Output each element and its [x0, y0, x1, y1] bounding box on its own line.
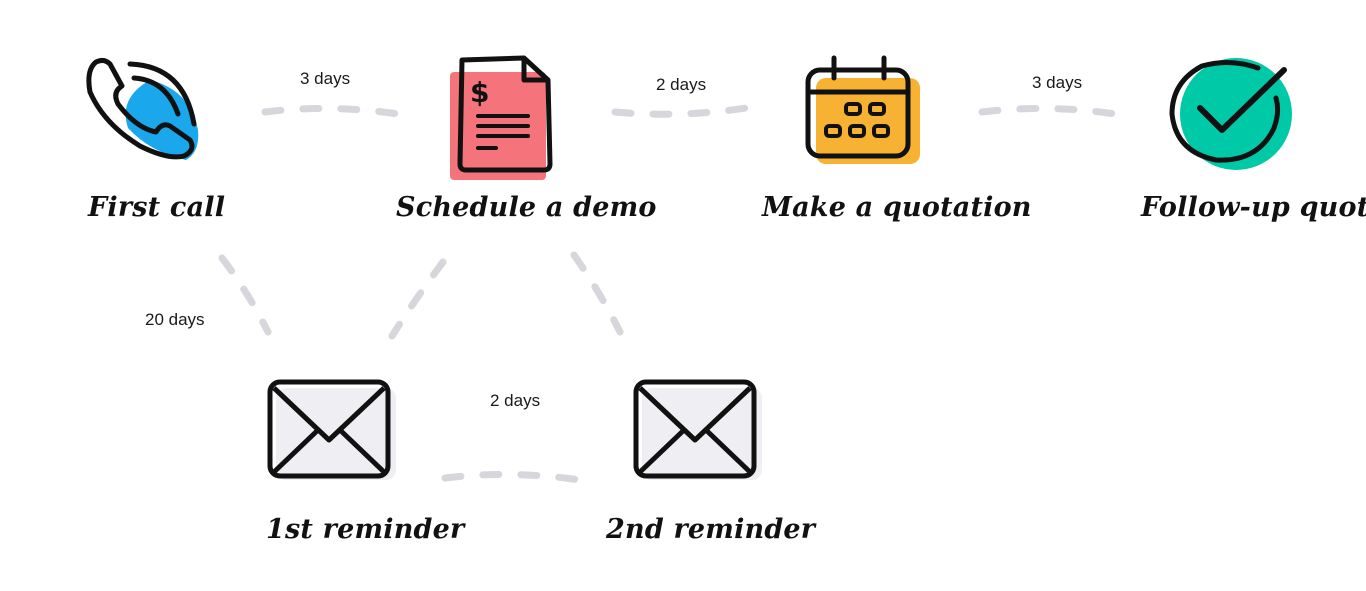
node-label-follow-up-quote: Follow-up quote: [1141, 192, 1366, 223]
connector-demo-to-reminder2: [570, 251, 624, 336]
connector-reminder1-to-reminder2: [441, 470, 584, 484]
checkmark-circle-icon: [1169, 58, 1292, 170]
edge-label-call-to-reminder1: 20 days: [145, 310, 205, 329]
connector-demo-to-quotation: [611, 104, 750, 118]
node-label-schedule-demo: Schedule a demo: [396, 192, 657, 223]
connector-quotation-to-followup: [978, 104, 1119, 118]
edge-label-quotation-to-followup: 3 days: [1032, 73, 1083, 92]
node-label-first-call: First call: [88, 192, 226, 223]
envelope-icon: [267, 379, 396, 480]
node-label-make-quotation: Make a quotation: [762, 192, 1032, 223]
calendar-icon: [805, 55, 920, 164]
connector-call-to-reminder1: [218, 254, 272, 336]
connector-demo-to-reminder1: [388, 258, 447, 340]
envelope-icon: [633, 379, 762, 480]
connector-call-to-demo: [261, 104, 402, 118]
node-label-second-reminder: 2nd reminder: [606, 514, 816, 545]
phone-icon: [86, 57, 199, 160]
edge-label-reminder1-to-reminder2: 2 days: [490, 391, 541, 410]
invoice-document-icon: $: [450, 55, 553, 180]
edge-label-call-to-demo: 3 days: [300, 69, 351, 88]
svg-text:$: $: [470, 76, 489, 109]
node-label-first-reminder: 1st reminder: [266, 514, 465, 545]
edge-label-demo-to-quotation: 2 days: [656, 75, 707, 94]
